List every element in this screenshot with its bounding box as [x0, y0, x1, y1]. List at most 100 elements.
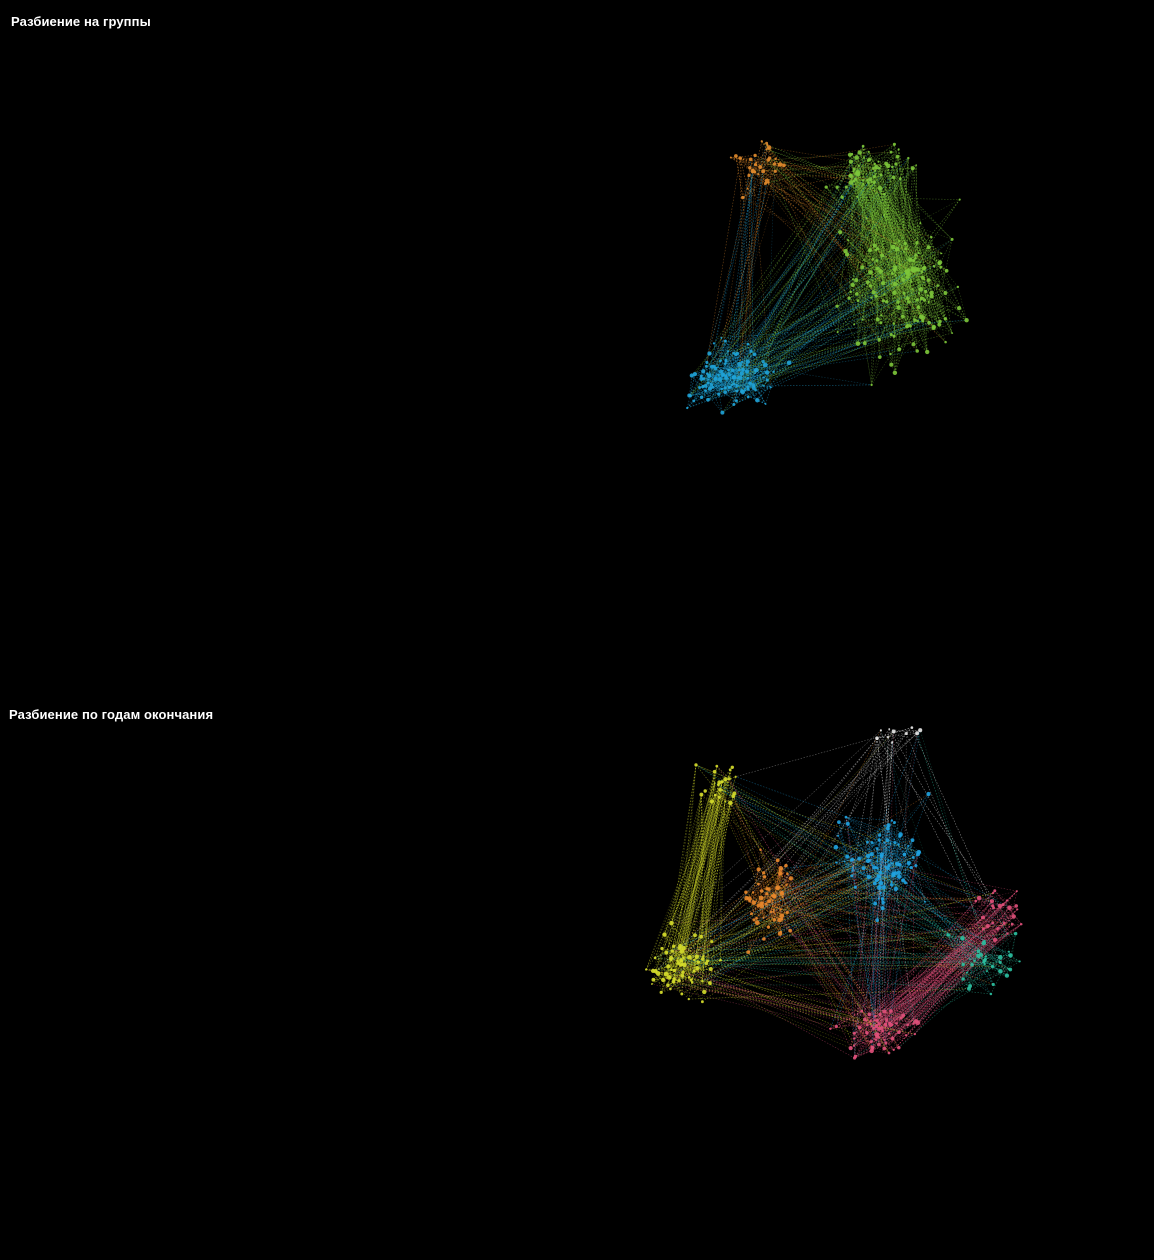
graph-edge: [753, 902, 782, 933]
graph-node: [914, 256, 917, 260]
graph-edge: [735, 155, 766, 184]
graph-node: [844, 252, 850, 257]
graph-edge: [894, 298, 922, 373]
graph-edge: [766, 148, 785, 166]
graph-node: [758, 895, 764, 901]
graph-node: [880, 281, 886, 286]
graph-node: [732, 382, 736, 386]
graph-edge: [849, 175, 924, 321]
graph-edge: [848, 171, 854, 299]
graph-edge: [871, 1039, 885, 1043]
graph-edge: [894, 270, 913, 373]
graph-edge: [888, 825, 904, 881]
graph-node: [852, 170, 855, 173]
graph-edge: [884, 266, 935, 295]
graph-node: [849, 290, 852, 294]
graph-edge: [1000, 961, 1020, 963]
graph-edge: [758, 869, 773, 896]
graph-node: [925, 349, 930, 355]
graph-node: [951, 332, 954, 334]
graph-node: [950, 237, 954, 241]
graph-node: [872, 180, 876, 184]
graph-edge: [886, 301, 930, 324]
graph-edge: [894, 270, 909, 373]
graph-edge: [789, 860, 852, 931]
graph-node: [672, 968, 676, 973]
graph-edge: [733, 354, 737, 405]
graph-edge: [914, 270, 947, 321]
graph-edge: [898, 279, 925, 308]
graph-edge: [779, 860, 869, 934]
graph-node: [881, 299, 886, 303]
graph-edge: [739, 158, 744, 370]
graph-edge: [852, 171, 905, 252]
graph-node: [960, 935, 965, 941]
graph-edge: [888, 859, 979, 952]
graph-edge: [845, 816, 909, 847]
graph-node: [866, 178, 869, 182]
graph-node: [723, 339, 727, 343]
graph-edge: [966, 972, 971, 987]
graph-node: [681, 970, 685, 974]
graph-node: [712, 769, 717, 774]
graph-edge: [661, 781, 723, 949]
graph-edge: [968, 941, 985, 989]
graph-edge: [886, 969, 1011, 1022]
graph-node: [943, 291, 948, 295]
graph-edge: [983, 907, 994, 929]
graph-edge: [689, 766, 718, 958]
graph-node: [852, 167, 856, 171]
graph-edge: [947, 934, 964, 965]
graph-edge: [895, 267, 912, 282]
graph-node: [906, 861, 911, 866]
graph-node: [744, 890, 748, 894]
graph-edge: [701, 794, 703, 982]
graph-edge: [856, 173, 878, 320]
graph-edge: [968, 963, 986, 989]
graph-edge: [880, 163, 887, 323]
graph-edge: [681, 905, 759, 962]
graph-edge: [761, 141, 935, 328]
graph-edge: [875, 170, 925, 268]
graph-edge: [749, 893, 783, 902]
graph-edge: [850, 161, 908, 327]
graph-edge: [906, 301, 929, 327]
graph-node: [746, 387, 750, 391]
graph-edge: [746, 897, 775, 911]
graph-edge: [742, 298, 922, 393]
graph-edge: [852, 283, 896, 286]
graph-edge: [877, 907, 1010, 1021]
graph-edge: [654, 948, 684, 959]
graph-edge: [892, 166, 953, 334]
graph-edge: [855, 179, 908, 278]
graph-edge: [666, 952, 879, 1035]
graph-edge: [736, 281, 868, 354]
graph-edge: [733, 149, 767, 405]
graph-edge: [861, 1010, 902, 1019]
graph-node: [660, 946, 664, 951]
graph-node: [1011, 914, 1016, 919]
graph-node: [910, 838, 915, 843]
graph-edge: [870, 267, 896, 287]
graph-edge: [876, 260, 946, 294]
graph-edge: [742, 167, 751, 198]
graph-edge: [907, 199, 960, 278]
graph-node: [905, 1034, 908, 1037]
graph-edge: [719, 796, 993, 902]
graph-node: [672, 944, 676, 948]
graph-node: [855, 341, 861, 346]
graph-edge: [884, 825, 895, 875]
graph-edge: [1004, 916, 1014, 924]
graph-edge: [750, 268, 913, 384]
graph-edge: [780, 873, 907, 1036]
graph-edge: [845, 816, 914, 858]
graph-edge: [847, 823, 872, 855]
graph-edge: [885, 163, 893, 274]
graph-edge: [885, 1023, 897, 1026]
graph-edge: [689, 340, 726, 396]
graph-node: [751, 385, 756, 391]
graph-node: [888, 1021, 892, 1025]
graph-edge: [761, 903, 987, 957]
graph-node: [728, 800, 733, 806]
graph-edge: [757, 385, 765, 401]
